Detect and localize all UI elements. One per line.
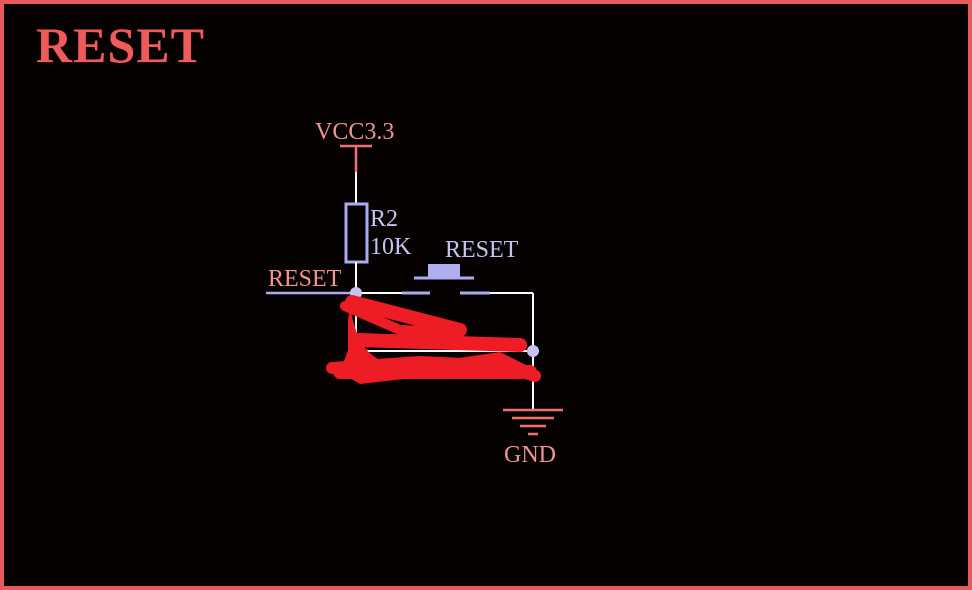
resistor-value-label: 10K — [370, 234, 412, 260]
redaction-scribble — [326, 295, 541, 384]
power-port-icon — [340, 144, 372, 172]
resistor-icon — [344, 202, 369, 264]
sheet-title: RESET — [36, 17, 205, 73]
net-label-reset: RESET — [268, 266, 342, 292]
resistor-ref-label: R2 — [370, 206, 398, 232]
ground-net-label: GND — [504, 442, 556, 468]
push-button-icon — [402, 264, 490, 295]
power-net-label: VCC3.3 — [315, 119, 394, 145]
ground-icon — [503, 408, 563, 436]
switch-ref-label: RESET — [445, 237, 519, 263]
junction-dot-icon — [527, 345, 539, 357]
reset-circuit-schematic: VCC3.3 R2 10K RESET RESET — [266, 119, 563, 468]
